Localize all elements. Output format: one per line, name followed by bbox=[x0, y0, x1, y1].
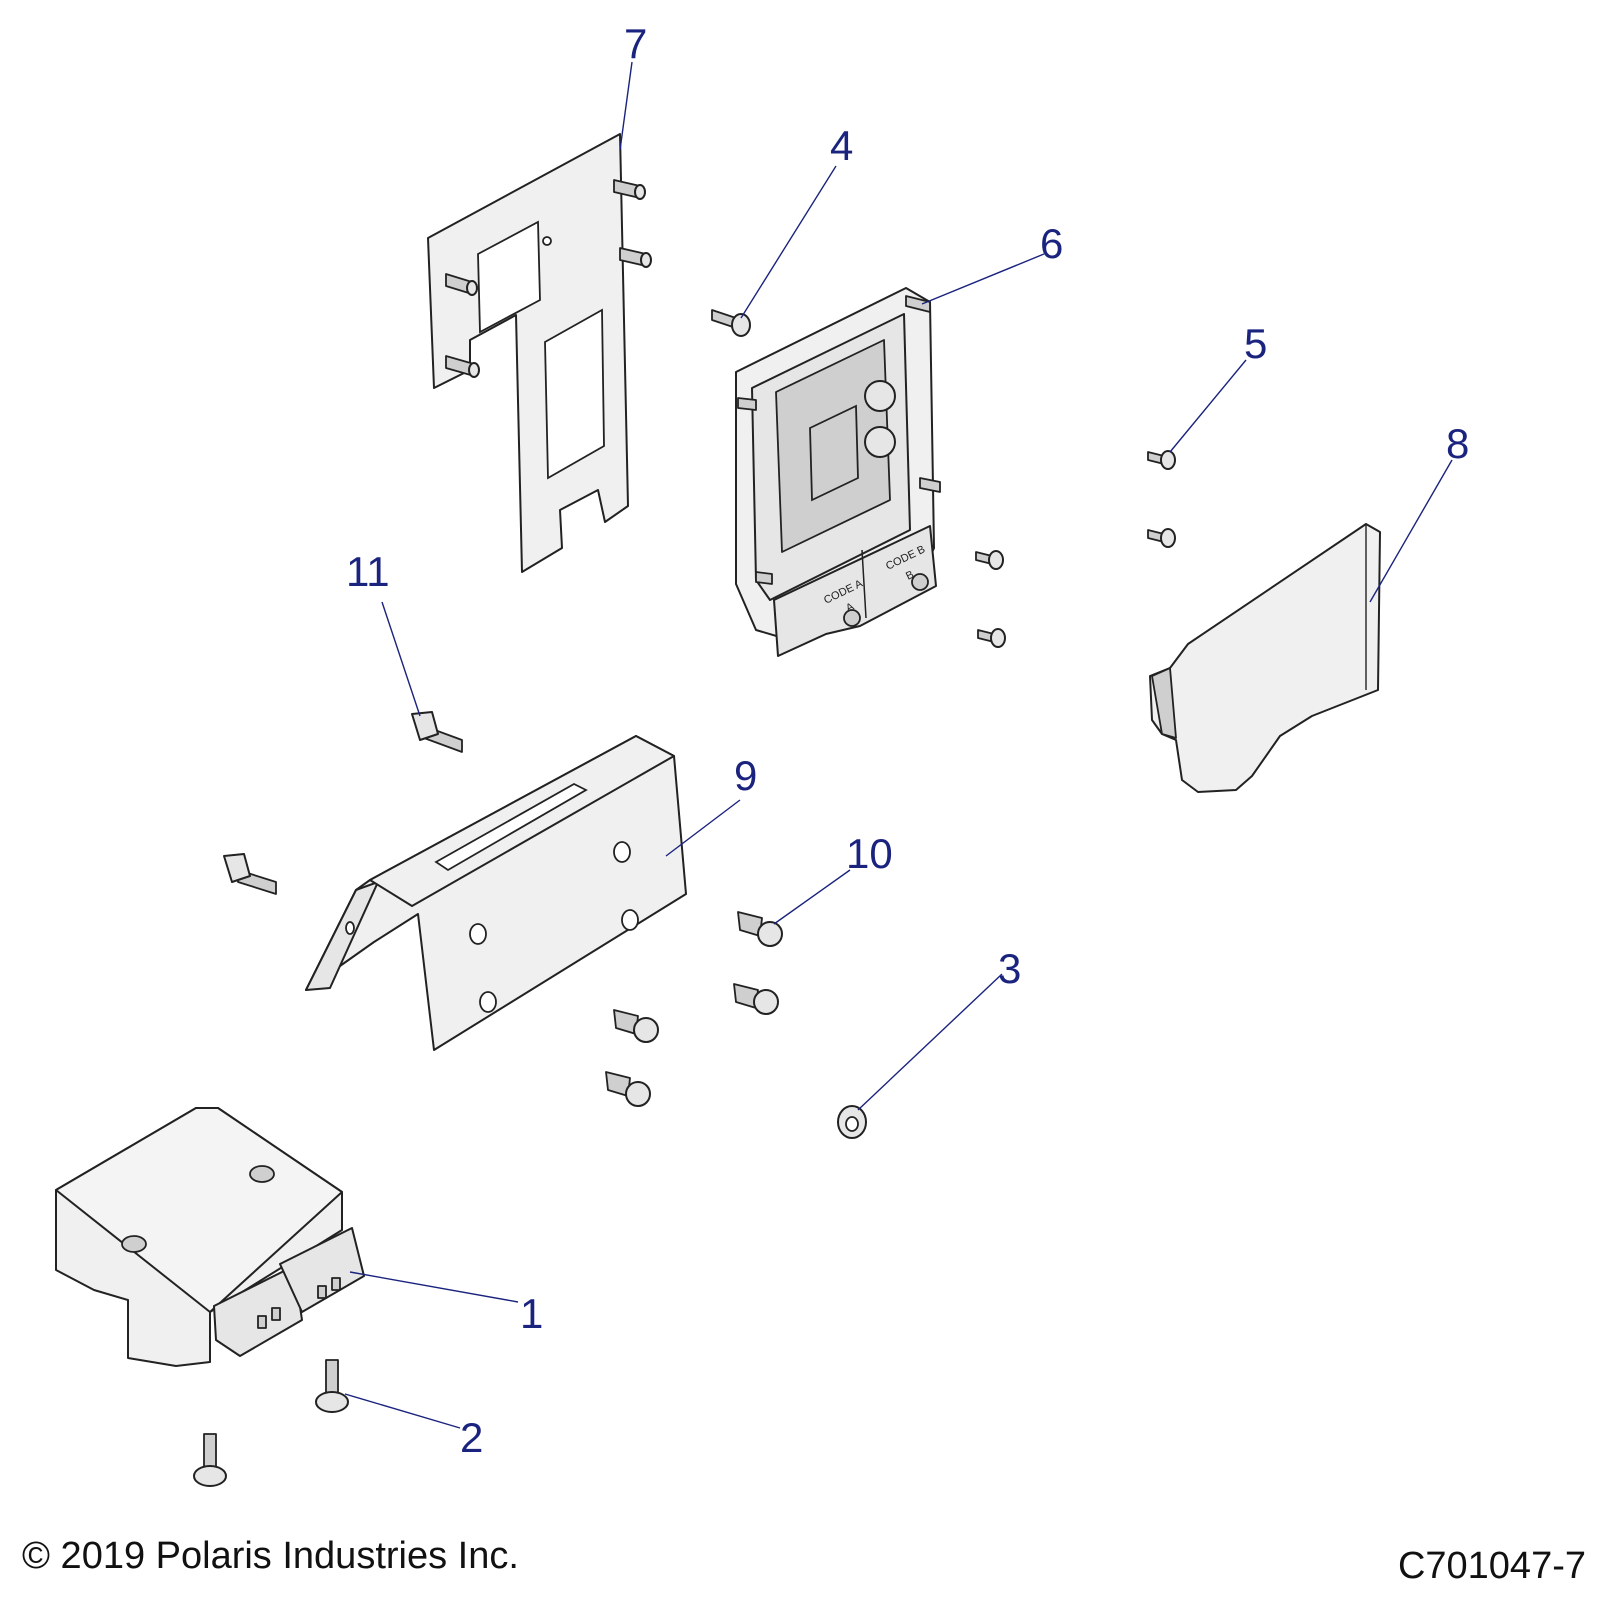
ecu-post bbox=[737, 397, 757, 411]
plate-stud bbox=[445, 355, 480, 378]
plate-stud bbox=[613, 179, 646, 200]
bracket-part-9 bbox=[305, 735, 687, 1051]
plate-stud bbox=[619, 247, 652, 268]
callout-6: 6 bbox=[1040, 220, 1063, 267]
callout-7: 7 bbox=[624, 20, 647, 67]
callout-9: 9 bbox=[734, 752, 757, 799]
mounting-plate-part-7 bbox=[427, 133, 652, 573]
push-rivet-part-10 bbox=[605, 1071, 651, 1107]
leader-lines bbox=[344, 61, 1453, 1429]
ecu-module-part-6: CODE A A CODE B B bbox=[735, 287, 941, 657]
screw-part-5 bbox=[975, 550, 1004, 570]
callout-5: 5 bbox=[1244, 320, 1267, 367]
bolt-part-11 bbox=[223, 853, 277, 895]
cover-part-8 bbox=[1149, 523, 1381, 793]
bolt-part-2 bbox=[315, 1359, 349, 1413]
push-rivet-part-10 bbox=[733, 983, 779, 1015]
callout-1: 1 bbox=[520, 1290, 543, 1337]
ecu-post bbox=[905, 295, 931, 313]
screw-part-4 bbox=[711, 309, 751, 337]
callout-10: 10 bbox=[846, 830, 893, 877]
screw-part-5 bbox=[1147, 528, 1176, 548]
bolt-part-2 bbox=[193, 1433, 227, 1487]
ecu-post bbox=[919, 477, 941, 493]
module-connector-label-b: B bbox=[904, 569, 916, 583]
control-box-part-1 bbox=[55, 1107, 365, 1367]
push-rivet-part-10 bbox=[613, 1009, 659, 1043]
push-rivet-part-10 bbox=[737, 911, 783, 947]
screw-part-5 bbox=[1147, 450, 1176, 470]
bolt-part-11 bbox=[411, 711, 463, 753]
screw-part-5 bbox=[977, 628, 1006, 648]
callout-11: 11 bbox=[346, 548, 390, 595]
callout-8: 8 bbox=[1446, 420, 1469, 467]
callout-2: 2 bbox=[460, 1414, 483, 1461]
copyright-notice: © 2019 Polaris Industries Inc. bbox=[22, 1535, 519, 1577]
ecu-post bbox=[755, 571, 773, 585]
drawing-number: C701047-7 bbox=[1397, 1545, 1586, 1587]
nut-part-3 bbox=[837, 1105, 867, 1139]
callout-4: 4 bbox=[830, 122, 853, 169]
plate-stud bbox=[445, 273, 478, 296]
callout-3: 3 bbox=[998, 945, 1021, 992]
callout-numbers: 1 2 3 4 5 6 7 8 9 10 11 bbox=[346, 20, 1469, 1461]
